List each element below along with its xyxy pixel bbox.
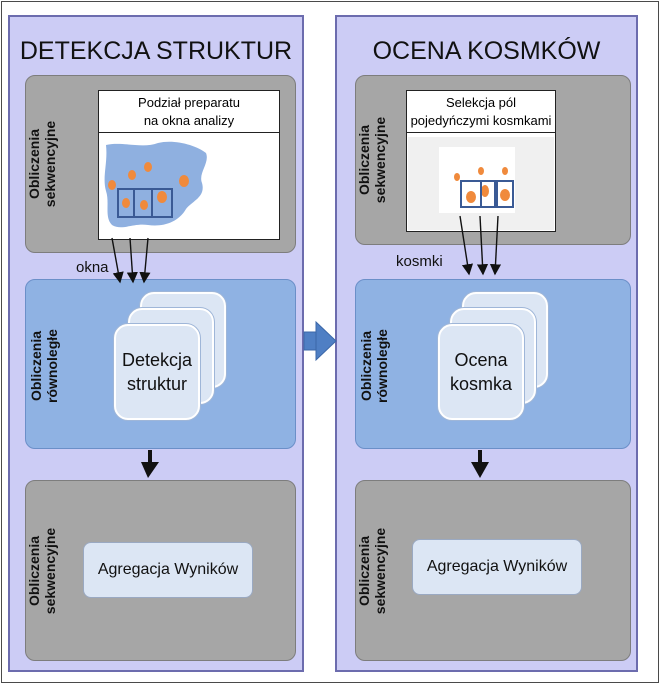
- villus-arrow: [476, 215, 489, 276]
- column-title: OCENA KOSMKÓW: [372, 37, 601, 65]
- sequential-panel-top: Obliczenia sekwencyjne Podział preparatu…: [25, 75, 296, 253]
- villi-selection-box: Selekcja pól pojedyńczymi kosmkami: [406, 90, 556, 232]
- slide-caption: Selekcja pól pojedyńczymi kosmkami: [407, 91, 555, 133]
- aggregation-box: Agregacja Wyników: [83, 542, 253, 598]
- window-arrow: [111, 237, 124, 284]
- parallel-panel: Obliczenia równoległe Ocena kosmka: [355, 279, 631, 449]
- villi-slide-image: [439, 147, 515, 213]
- window-arrow: [139, 237, 151, 284]
- structure-detection-card: Detekcja struktur: [114, 324, 200, 420]
- villi-label: kosmki: [396, 253, 443, 270]
- window-arrow: [126, 237, 138, 284]
- structure-detection-column: DETEKCJA STRUKTUR Obliczenia sekwencyjne…: [8, 15, 304, 672]
- villus-arrow: [459, 215, 474, 276]
- tissue-slide-image: [102, 139, 212, 235]
- villus-arrow: [489, 215, 502, 276]
- down-arrow-right: [471, 450, 489, 478]
- stage-transition-arrow: [303, 320, 337, 362]
- villus-assessment-card: Ocena kosmka: [438, 324, 524, 420]
- sequential-panel-top: Obliczenia sekwencyjne Selekcja pól poje…: [355, 75, 631, 245]
- aggregation-box: Agregacja Wyników: [412, 539, 582, 595]
- sequential-panel-bottom: Obliczenia sekwencyjne Agregacja Wyników: [25, 480, 296, 661]
- windows-label: okna: [76, 259, 109, 276]
- slide-caption: Podział preparatu na okna analizy: [99, 91, 279, 133]
- villi-assessment-column: OCENA KOSMKÓW Obliczenia sekwencyjne Sel…: [335, 15, 638, 672]
- down-arrow-left: [141, 450, 159, 478]
- column-title: DETEKCJA STRUKTUR: [19, 37, 293, 65]
- parallel-panel: Obliczenia równoległe Detekcja struktur: [25, 279, 296, 449]
- sequential-panel-bottom: Obliczenia sekwencyjne Agregacja Wyników: [355, 480, 631, 661]
- slide-partition-box: Podział preparatu na okna analizy: [98, 90, 280, 240]
